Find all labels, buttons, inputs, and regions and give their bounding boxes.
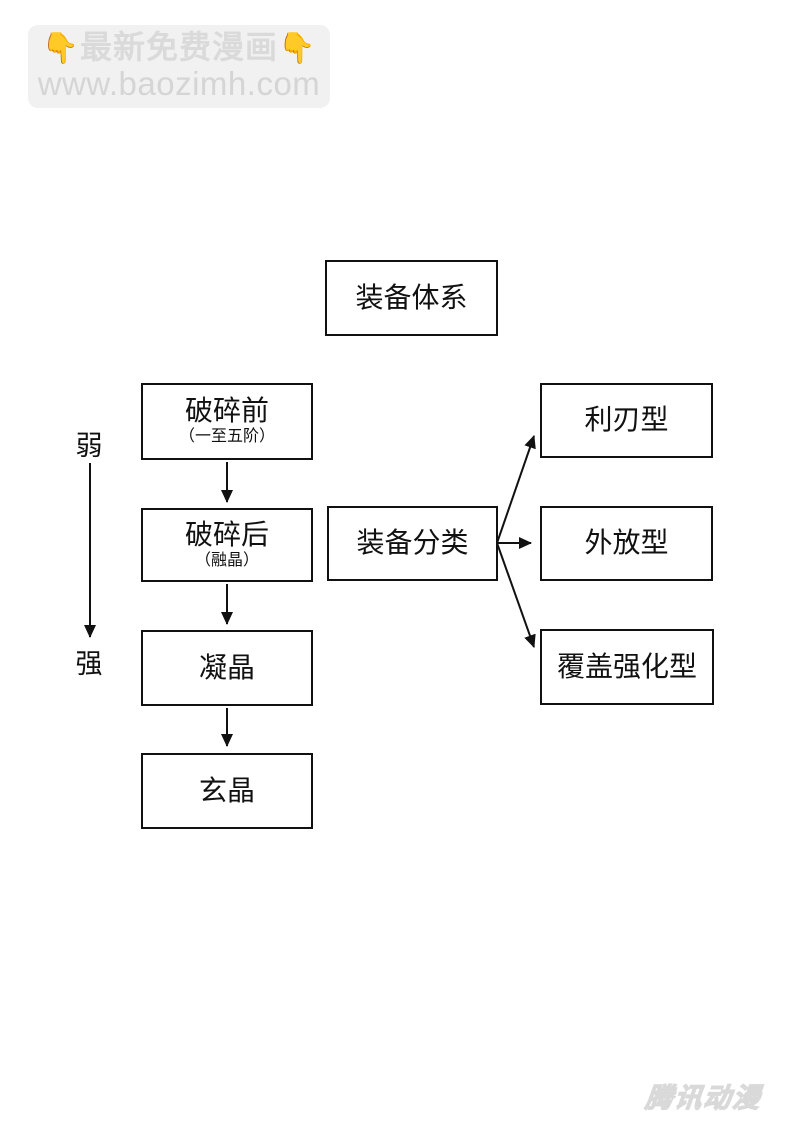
- node-sublabel: （一至五阶）: [178, 428, 275, 446]
- node-coverage-enhancement-type: 覆盖强化型: [540, 629, 714, 705]
- site-watermark-url: www.baozimh.com: [37, 64, 321, 102]
- axis-label-weak: 弱: [75, 431, 103, 461]
- node-label: 利刃型: [584, 404, 669, 436]
- node-label: 破碎前: [184, 395, 269, 427]
- node-blade-type: 利刃型: [540, 383, 713, 458]
- node-label: 玄晶: [198, 774, 255, 806]
- node-label: 覆盖强化型: [556, 650, 697, 682]
- site-watermark-title-line: 👇最新免费漫画👇: [41, 29, 317, 66]
- node-condensed-crystal: 凝晶: [141, 630, 313, 706]
- axis-label-strong: 强: [75, 649, 103, 679]
- pointing-down-icon: 👇: [278, 32, 317, 66]
- site-watermark-title: 最新免费漫画: [79, 29, 278, 66]
- arrow-classifier-type0: [496, 435, 536, 544]
- node-pre-shatter: 破碎前 （一至五阶）: [141, 383, 313, 460]
- node-label: 破碎后: [184, 518, 269, 550]
- node-equipment-classification: 装备分类: [327, 506, 498, 581]
- node-label: 装备体系: [355, 281, 468, 313]
- node-label: 外放型: [584, 527, 669, 559]
- node-equipment-system: 装备体系: [325, 260, 498, 336]
- node-label: 凝晶: [198, 651, 255, 683]
- node-mystic-crystal: 玄晶: [141, 753, 313, 829]
- pointing-down-icon: 👇: [41, 32, 80, 66]
- arrow-classifier-type2: [496, 542, 536, 648]
- node-label: 装备分类: [356, 527, 469, 559]
- tencent-comics-watermark: 腾讯动漫: [643, 1082, 764, 1113]
- site-watermark: 👇最新免费漫画👇 www.baozimh.com: [28, 25, 330, 108]
- node-post-shatter: 破碎后 （融晶）: [141, 508, 313, 582]
- node-external-type: 外放型: [540, 506, 713, 581]
- node-sublabel: （融晶）: [194, 551, 259, 569]
